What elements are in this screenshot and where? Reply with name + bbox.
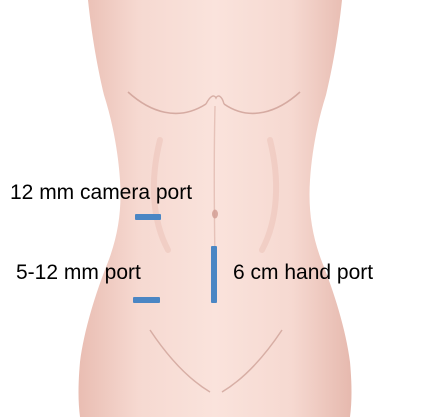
camera-port-incision	[135, 214, 161, 220]
hand-port-label: 6 cm hand port	[233, 262, 373, 283]
navel	[212, 210, 218, 219]
small-port-incision	[133, 297, 160, 303]
small-port-label: 5-12 mm port	[16, 262, 141, 283]
hand-port-incision	[211, 246, 217, 303]
camera-port-label: 12 mm camera port	[10, 182, 192, 203]
abdomen-midline	[214, 106, 215, 260]
